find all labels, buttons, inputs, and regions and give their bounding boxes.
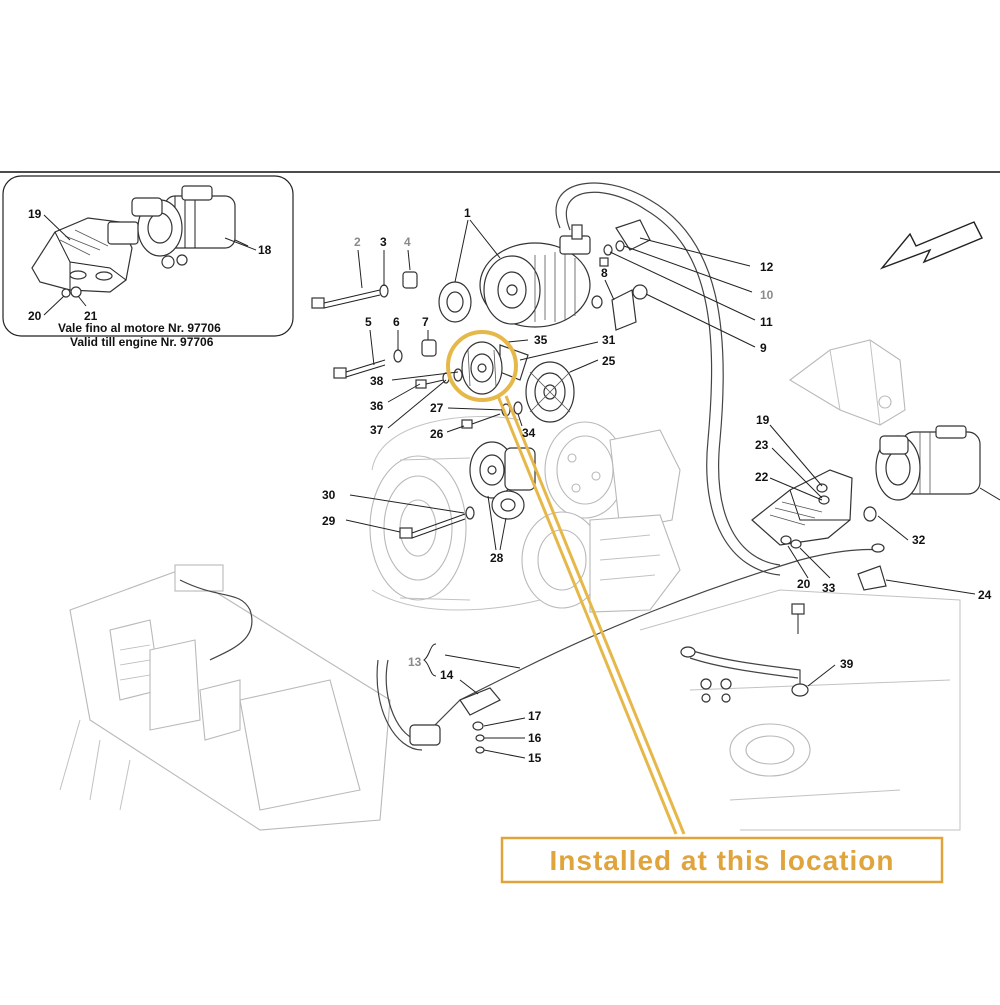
part-label-17: 17 xyxy=(528,709,542,723)
inset-panel: 19 18 20 21 Vale fino al motore Nr. 9770… xyxy=(2,175,294,349)
part-label-26: 26 xyxy=(430,427,444,441)
leader-inset-18 xyxy=(224,237,257,251)
inset-label-21: 21 xyxy=(84,309,98,323)
part-label-19: 19 xyxy=(756,413,770,427)
highlight-pointer-right xyxy=(504,395,686,835)
part-label-35: 35 xyxy=(534,333,548,347)
leader-inset-20 xyxy=(43,295,65,316)
alternator-drawing xyxy=(438,224,591,328)
part-label-9: 9 xyxy=(760,341,767,355)
inset-starter-drawing xyxy=(131,185,249,269)
starter-motor-drawing xyxy=(875,425,1000,501)
part-label-6: 6 xyxy=(393,315,400,329)
part-label-33: 33 xyxy=(822,581,836,595)
tensioner-pulley-drawing xyxy=(461,341,529,395)
part-label-13: 13 xyxy=(408,655,422,669)
part-label-1: 1 xyxy=(464,206,471,220)
engine-bay-background xyxy=(59,339,961,831)
leader-lines xyxy=(345,219,976,759)
inset-bracket-drawing xyxy=(31,217,139,293)
part-label-30: 30 xyxy=(322,488,336,502)
part-label-39: 39 xyxy=(840,657,854,671)
part-label-37: 37 xyxy=(370,423,384,437)
highlight-ring xyxy=(446,330,518,402)
part-label-38: 38 xyxy=(370,374,384,388)
part-label-8: 8 xyxy=(601,266,608,280)
idler-pulley-25-drawing xyxy=(525,361,575,423)
inset-nut-21 xyxy=(70,286,82,298)
part-label-15: 15 xyxy=(528,751,542,765)
highlight-annotation: Installed at this location xyxy=(446,330,944,884)
part-label-22: 22 xyxy=(755,470,769,484)
part-label-14: 14 xyxy=(440,668,454,682)
tensioner-28-drawing xyxy=(469,441,536,520)
part-label-31: 31 xyxy=(602,333,616,347)
highlight-pointer-left xyxy=(496,395,678,835)
direction-arrow-icon xyxy=(879,221,983,270)
part-label-12: 12 xyxy=(760,260,774,274)
callout-box xyxy=(500,836,944,884)
part-label-16: 16 xyxy=(528,731,542,745)
part-label-27: 27 xyxy=(430,401,444,415)
starter-bracket-drawing xyxy=(751,469,887,591)
inset-label-18: 18 xyxy=(258,243,272,257)
part-label-10: 10 xyxy=(760,288,774,302)
leader-inset-21 xyxy=(77,295,87,307)
callout-text: Installed at this location xyxy=(550,845,895,876)
inset-washer-20 xyxy=(61,288,71,298)
part-label-5: 5 xyxy=(365,315,372,329)
part-label-34: 34 xyxy=(522,426,536,440)
inset-note-english: Valid till engine Nr. 97706 xyxy=(70,335,214,349)
leader-inset-19 xyxy=(43,214,71,241)
part-label-28: 28 xyxy=(490,551,504,565)
part-label-2: 2 xyxy=(354,235,361,249)
fasteners-15-17 xyxy=(472,721,485,754)
part-label-20: 20 xyxy=(797,577,811,591)
part-label-36: 36 xyxy=(370,399,384,413)
hoses-and-cables xyxy=(179,182,881,751)
part-label-11: 11 xyxy=(760,315,773,329)
part-labels: 1 2 3 4 5 6 7 8 9 10 11 12 13 14 15 16 1… xyxy=(322,206,992,765)
part-label-23: 23 xyxy=(755,438,769,452)
inset-note-italian: Vale fino al motore Nr. 97706 xyxy=(58,321,221,335)
inset-label-20: 20 xyxy=(28,309,42,323)
part-label-25: 25 xyxy=(602,354,616,368)
part-label-4: 4 xyxy=(404,235,411,249)
part-label-24: 24 xyxy=(978,588,992,602)
part-label-7: 7 xyxy=(422,315,429,329)
part-label-3: 3 xyxy=(380,235,387,249)
part-label-32: 32 xyxy=(912,533,926,547)
inset-label-19: 19 xyxy=(28,207,42,221)
part-label-29: 29 xyxy=(322,514,336,528)
